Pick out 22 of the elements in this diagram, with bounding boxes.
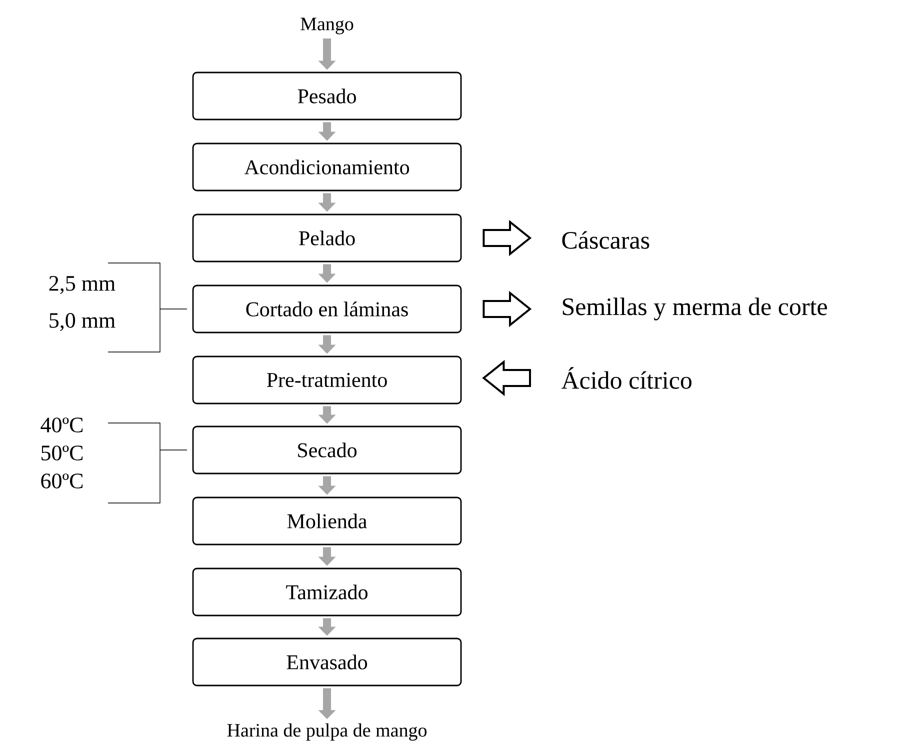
parameter-label: 50ºC <box>42 446 83 460</box>
process-box: Pesado <box>192 72 462 120</box>
hollow-arrow <box>482 220 532 256</box>
side-text: Cáscaras <box>562 231 650 249</box>
hollow-arrow <box>482 290 532 328</box>
process-box: Cortado en láminas <box>192 284 462 334</box>
parameter-label: 5,0 mm <box>50 312 116 331</box>
start-text: Mango <box>300 18 354 34</box>
parameter-label: 60ºC <box>41 474 83 488</box>
process-box: Molienda <box>192 496 462 546</box>
process-box: Acondicionamiento <box>192 142 462 192</box>
side-text: Semillas y merma de corte <box>562 298 827 320</box>
side-text: Ácido cítrico <box>561 367 692 389</box>
process-box: Pelado <box>192 214 462 262</box>
process-box: Envasado <box>192 638 462 686</box>
process-box: Tamizado <box>192 568 462 616</box>
process-box: Secado <box>192 426 462 474</box>
process-box: Pre-tratmiento <box>192 356 462 404</box>
hollow-arrow <box>482 360 531 396</box>
parameter-label: 2,5 mm <box>49 276 116 294</box>
end-text: Harina de pulpa de mango <box>227 723 427 741</box>
parameter-label: 40ºC <box>40 418 83 432</box>
